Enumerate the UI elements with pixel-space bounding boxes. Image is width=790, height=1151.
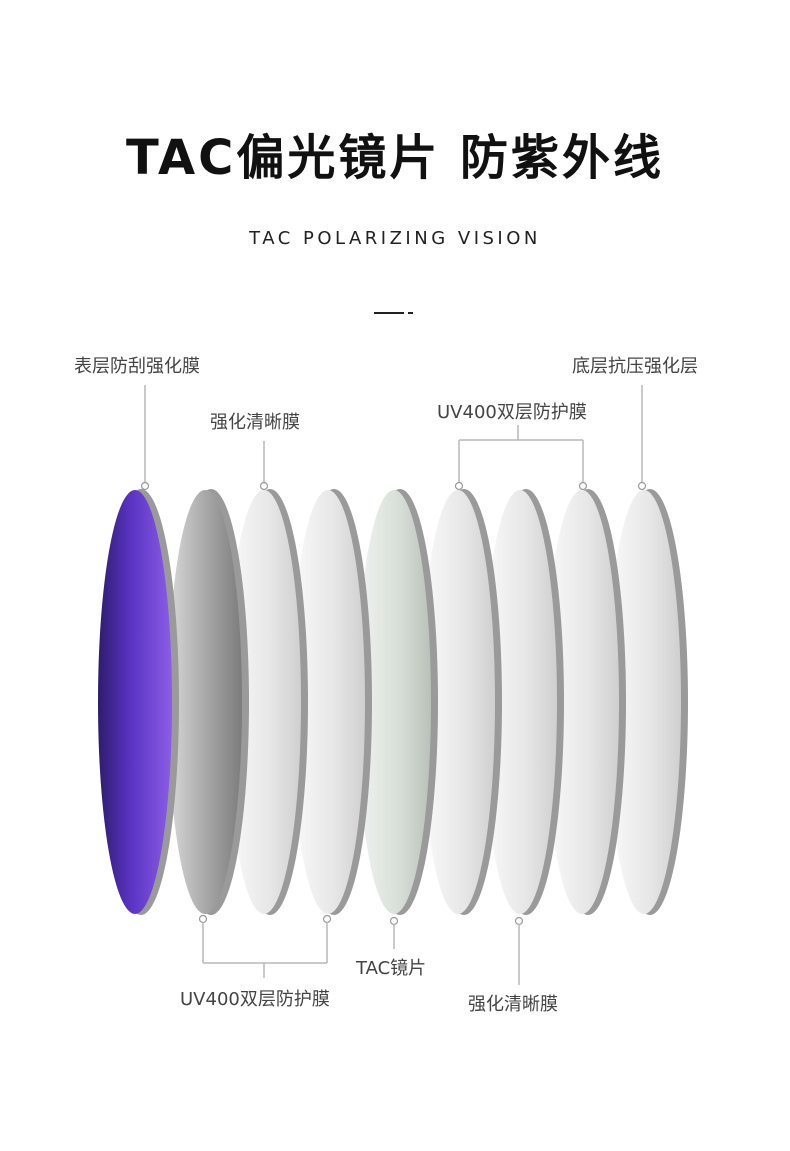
callout-dot-uv-top-left [454,481,464,491]
callout-dot-uv-bottom-right [322,914,332,924]
label-uv400-film-bottom: UV400双层防护膜 [180,989,330,1010]
lens-layer-uv400-4 [545,489,626,915]
label-base-pressure-layer: 底层抗压强化层 [572,356,698,377]
callout-dot-clarity-top [259,481,269,491]
lens-layer-uv400-1 [168,489,249,915]
label-surface-scratch-film: 表层防刮强化膜 [74,356,200,377]
lens-layer-uv400-2 [291,489,372,915]
label-clarity-film-bottom: 强化清晰膜 [468,994,558,1015]
lens-layers [98,489,688,915]
page-title: TAC偏光镜片 防紫外线 [125,130,665,186]
callout-dot-uv-bottom-left [198,914,208,924]
callout-dot-uv-top-right [578,481,588,491]
page-subtitle: TAC POLARIZING VISION [249,228,541,249]
lens-layer-base-pressure [607,489,688,915]
title-divider [374,312,404,314]
lens-layer-uv400-3 [421,489,502,915]
title-divider-dot [408,312,413,314]
label-tac-lens: TAC镜片 [356,958,427,979]
lens-layer-clarity-1 [227,489,308,915]
label-clarity-film-top: 强化清晰膜 [210,412,300,433]
lens-layer-clarity-2 [483,489,564,915]
callout-dot-tac [389,916,399,926]
callout-lines [140,385,647,985]
lens-layer-tac [357,489,438,915]
callout-dot-clarity-bottom [514,916,524,926]
callout-dot-surface [140,481,150,491]
callout-dot-base [637,481,647,491]
lens-layer-surface-scratch [98,489,179,915]
label-uv400-film-top: UV400双层防护膜 [437,402,587,423]
